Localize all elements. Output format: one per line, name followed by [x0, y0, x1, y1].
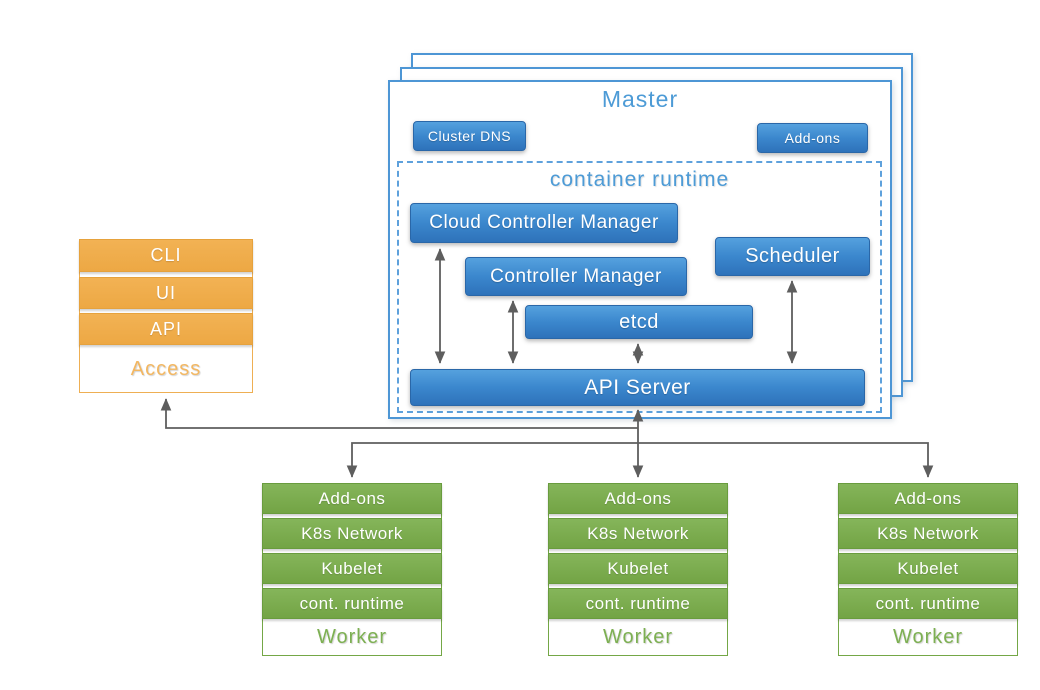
worker2-kubelet-label: Kubelet — [607, 558, 669, 578]
access-base-label: Access — [130, 358, 202, 380]
worker3-addons-label: Add-ons — [894, 488, 962, 508]
master-title: Master — [601, 86, 679, 112]
cli-label: CLI — [150, 245, 182, 265]
master-addons-label: Add-ons — [784, 130, 841, 146]
worker3-k8s-network-label: K8s Network — [877, 523, 979, 543]
ui-label: UI — [156, 282, 176, 303]
cluster-dns-label: Cluster DNS — [427, 128, 512, 144]
worker2-kubelet-row: Kubelet — [548, 553, 728, 584]
worker2-cont-runtime-label: cont. runtime — [585, 593, 691, 613]
cluster-dns-box: Cluster DNS — [413, 121, 526, 151]
scheduler-box: Scheduler — [715, 237, 870, 276]
etcd-label: etcd — [619, 310, 659, 333]
worker3-k8s-network-row: K8s Network — [838, 518, 1018, 549]
worker1-kubelet-row: Kubelet — [262, 553, 442, 584]
worker3-kubelet-row: Kubelet — [838, 553, 1018, 584]
worker1-kubelet-label: Kubelet — [321, 558, 383, 578]
worker2-addons-label: Add-ons — [604, 488, 672, 508]
access-row-cli: CLI — [79, 239, 253, 272]
worker-node-1: Add-ons K8s Network Kubelet cont. runtim… — [262, 483, 442, 656]
worker1-cont-runtime-row: cont. runtime — [262, 588, 442, 619]
controller-manager-label: Controller Manager — [490, 265, 662, 287]
master-addons-box: Add-ons — [757, 123, 868, 153]
worker-node-2: Add-ons K8s Network Kubelet cont. runtim… — [548, 483, 728, 656]
worker1-addons-label: Add-ons — [318, 488, 386, 508]
worker2-base-label: Worker — [602, 626, 674, 648]
scheduler-label: Scheduler — [745, 245, 840, 267]
worker1-addons-row: Add-ons — [262, 483, 442, 514]
worker3-kubelet-label: Kubelet — [897, 558, 959, 578]
worker3-addons-row: Add-ons — [838, 483, 1018, 514]
controller-manager-box: Controller Manager — [465, 257, 687, 296]
api-server-box: API Server — [410, 369, 865, 406]
worker2-k8s-network-row: K8s Network — [548, 518, 728, 549]
worker3-cont-runtime-row: cont. runtime — [838, 588, 1018, 619]
access-row-api: API — [79, 313, 253, 345]
container-runtime-title: container runtime — [549, 168, 730, 191]
worker1-k8s-network-label: K8s Network — [301, 523, 403, 543]
etcd-box: etcd — [525, 305, 753, 339]
worker3-base-label: Worker — [892, 626, 964, 648]
worker3-cont-runtime-label: cont. runtime — [875, 593, 981, 613]
api-server-label: API Server — [584, 375, 691, 399]
arrow-apiserver-workers-1-3 — [346, 442, 934, 478]
access-row-ui: UI — [79, 277, 253, 309]
worker1-cont-runtime-label: cont. runtime — [299, 593, 405, 613]
worker2-k8s-network-label: K8s Network — [587, 523, 689, 543]
cloud-controller-manager-box: Cloud Controller Manager — [410, 203, 678, 243]
worker2-cont-runtime-row: cont. runtime — [548, 588, 728, 619]
api-label: API — [149, 318, 182, 339]
worker-node-3: Add-ons K8s Network Kubelet cont. runtim… — [838, 483, 1018, 656]
worker2-addons-row: Add-ons — [548, 483, 728, 514]
worker1-k8s-network-row: K8s Network — [262, 518, 442, 549]
cloud-controller-manager-label: Cloud Controller Manager — [429, 212, 659, 233]
access-stack: CLI UI API Access — [79, 239, 253, 393]
worker1-base-label: Worker — [316, 626, 388, 648]
